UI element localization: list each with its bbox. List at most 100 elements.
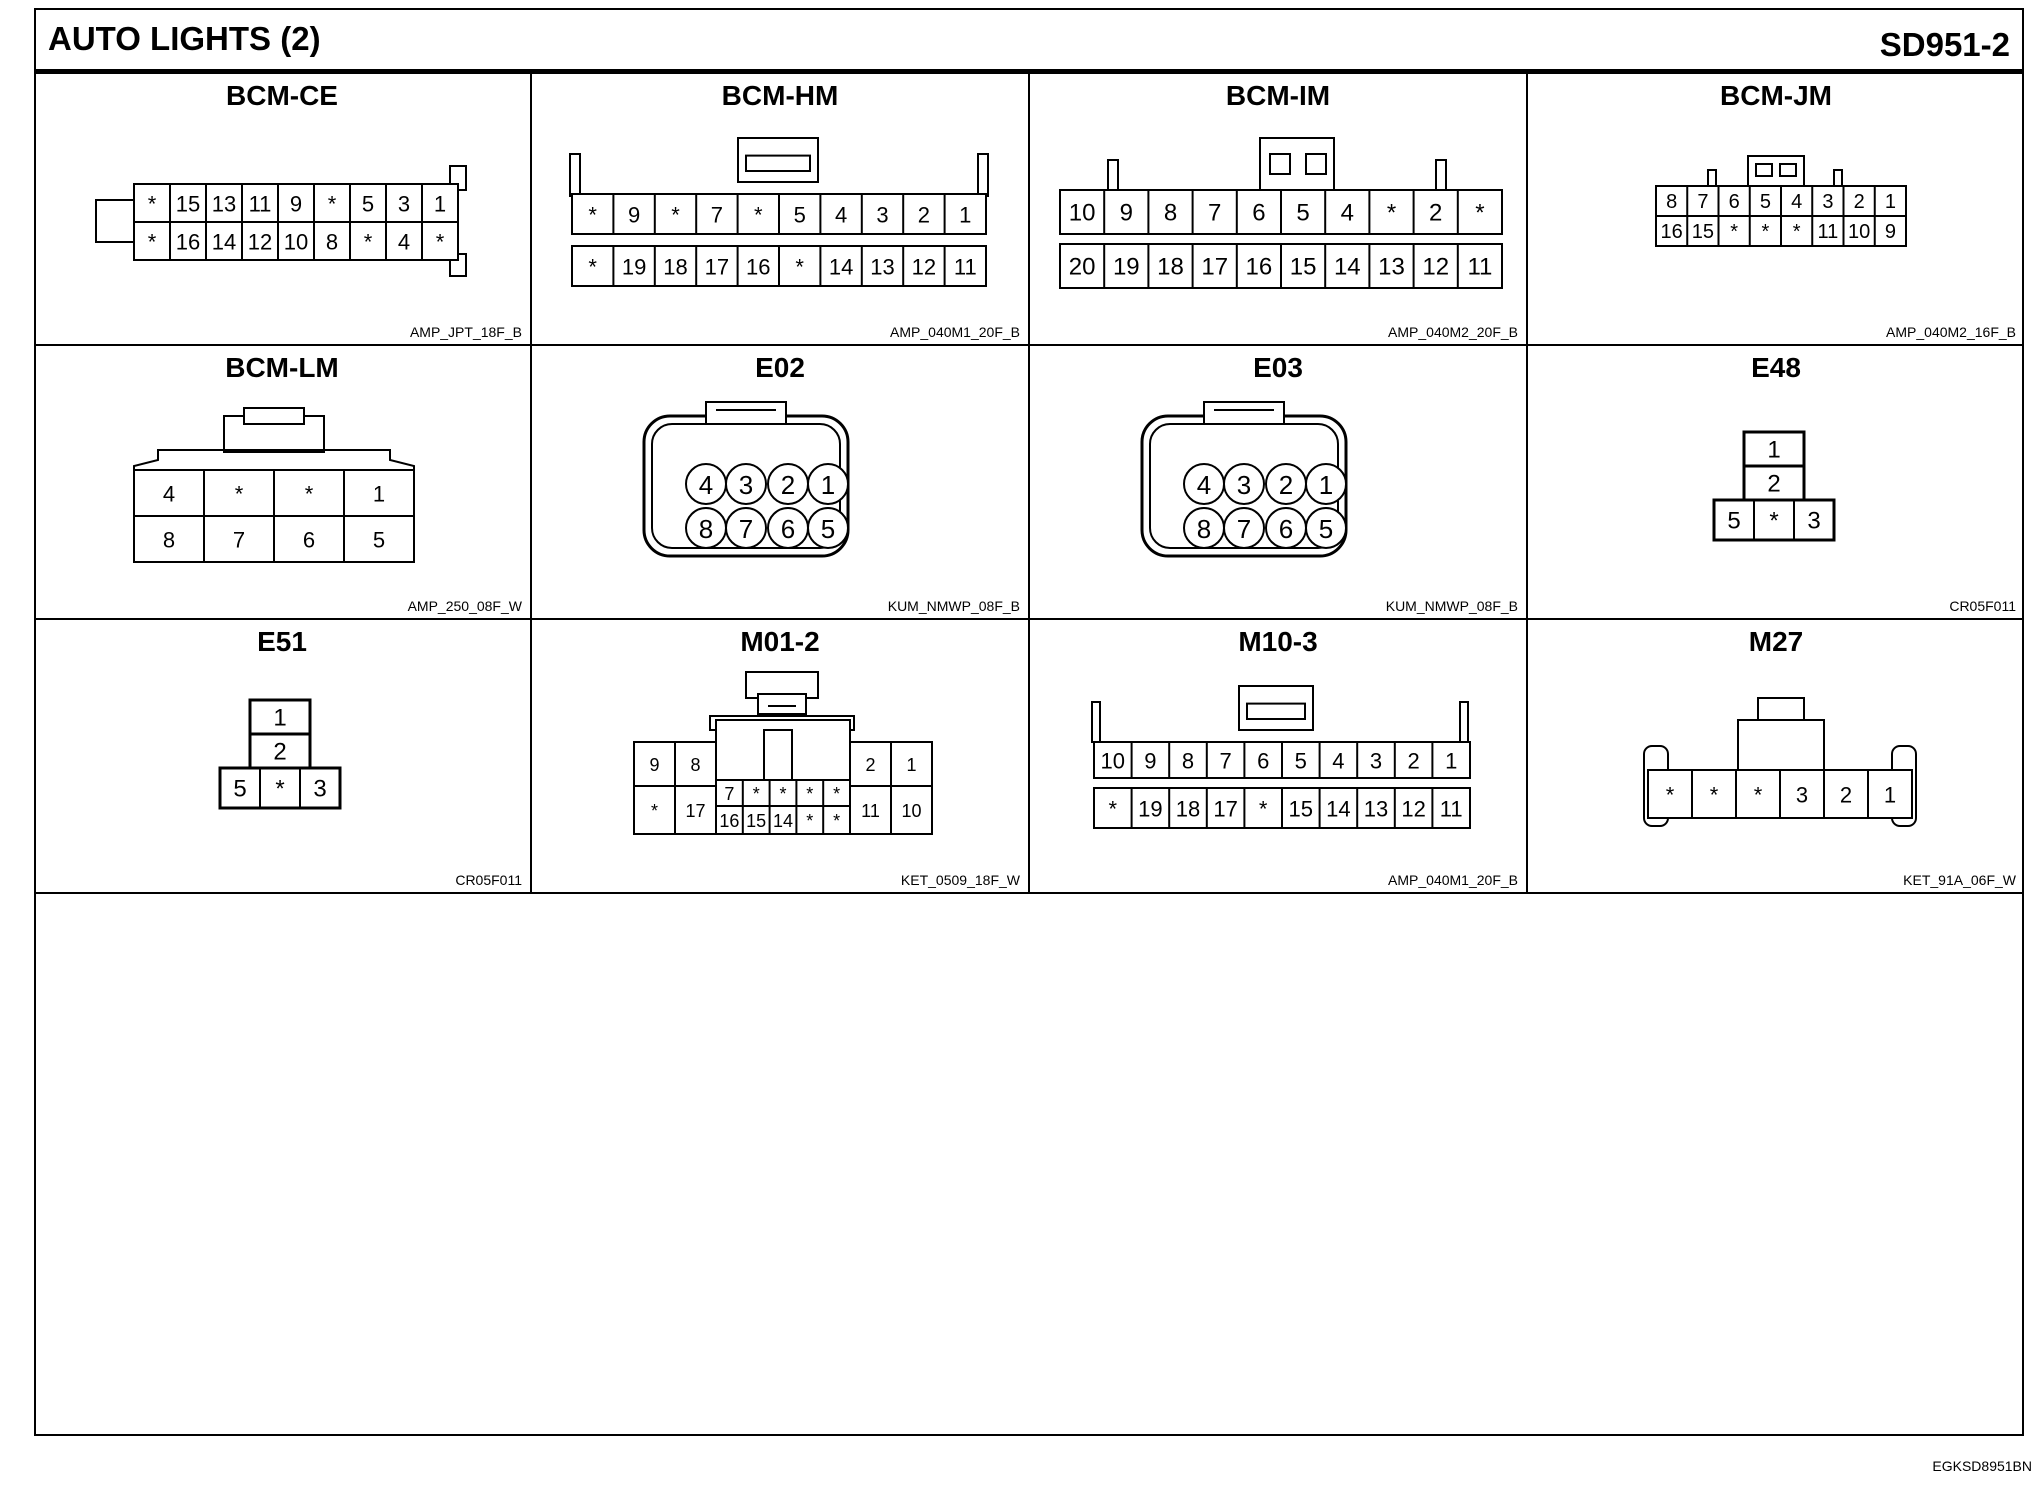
pin-label: 4	[1791, 191, 1802, 213]
pin-cavity	[807, 463, 849, 505]
pin-label: 14	[212, 230, 236, 255]
pin-label: 11	[1467, 254, 1492, 281]
connector-name: E02	[755, 352, 805, 383]
connector-name: BCM-HM	[721, 80, 839, 111]
pin-label: 10	[284, 230, 308, 255]
pin-label: 5	[794, 203, 806, 228]
pin-label: 14	[1334, 254, 1361, 281]
pin-cavity	[725, 463, 767, 505]
latch	[1269, 153, 1291, 175]
pin-label: 7	[1219, 749, 1231, 774]
pin-label: 18	[1176, 797, 1200, 822]
pin-label: 5	[1296, 200, 1309, 227]
pin-label: 5	[1295, 749, 1307, 774]
pin-cavity	[1305, 463, 1347, 505]
pin-label: *	[305, 482, 314, 507]
pin-label: 15	[1692, 221, 1714, 243]
pin-row	[1742, 464, 1806, 502]
pin-label: 11	[1817, 221, 1838, 243]
pin-label: *	[148, 192, 157, 217]
pin-label: 2	[273, 739, 286, 766]
pin-label: 4	[1197, 470, 1211, 500]
connector-outline	[1107, 159, 1119, 191]
pin-label: 5	[362, 192, 374, 217]
connector-name: M10-3	[1238, 626, 1318, 657]
connector-name: BCM-IM	[1225, 80, 1331, 111]
pin-label: 1	[906, 755, 916, 775]
connector-outline	[1435, 159, 1447, 191]
pin-label: 7	[1697, 191, 1708, 213]
pin-label: *	[1710, 783, 1719, 808]
pin-label: *	[1475, 200, 1484, 227]
pin-label: 7	[724, 784, 734, 804]
latch	[705, 401, 787, 425]
pin-label: 9	[1144, 749, 1156, 774]
pin-label: 12	[248, 230, 272, 255]
connector-name: M01-2	[740, 626, 820, 657]
pin-label: 18	[663, 255, 687, 280]
pin-label: 16	[176, 230, 200, 255]
pin-label: 7	[711, 203, 723, 228]
pin-label: 1	[821, 470, 835, 500]
pin-label: 14	[829, 255, 853, 280]
pin-label: 19	[1138, 797, 1162, 822]
pin-label: *	[436, 230, 445, 255]
pin-label: 7	[1237, 514, 1251, 544]
connector-outline	[977, 153, 989, 197]
pin-cavity	[725, 507, 767, 549]
pin-row	[1742, 430, 1806, 468]
connector-part-code: AMP_040M2_16F_B	[1886, 324, 2016, 340]
pin-label: 10	[901, 801, 921, 821]
pin-label: 12	[1422, 254, 1449, 281]
pin-label: 3	[398, 192, 410, 217]
sheet-frame	[34, 8, 2024, 1436]
pin-label: 18	[1157, 254, 1184, 281]
pin-cavity	[1223, 507, 1265, 549]
pin-label: *	[833, 811, 840, 831]
connector-part-code: KUM_NMWP_08F_B	[887, 598, 1020, 614]
pin-label: 17	[685, 801, 705, 821]
pin-label: 1	[373, 482, 385, 507]
connector-part-code: KET_91A_06F_W	[1903, 872, 2016, 888]
connector-name: BCM-CE	[226, 80, 338, 111]
pin-label: *	[328, 192, 337, 217]
pin-label: 11	[249, 192, 272, 217]
connector-part-code: KUM_NMWP_08F_B	[1385, 598, 1518, 614]
pin-label: 1	[1884, 783, 1896, 808]
latch	[1305, 153, 1327, 175]
pin-label: *	[1666, 783, 1675, 808]
pin-label: 6	[303, 528, 315, 553]
pin-cavity	[1305, 507, 1347, 549]
connector-name: BCM-JM	[1720, 80, 1832, 111]
pin-label: *	[1793, 221, 1801, 243]
pin-label: *	[651, 801, 658, 821]
connector-drawing: 125*3	[1712, 430, 1836, 542]
pin-label: 2	[1279, 470, 1293, 500]
pin-label: 3	[876, 203, 888, 228]
pin-cavity	[1223, 463, 1265, 505]
pin-label: 16	[1661, 221, 1683, 243]
pin-label: *	[1761, 221, 1769, 243]
pin-label: 11	[1440, 797, 1463, 822]
pin-label: 8	[326, 230, 338, 255]
pin-label: *	[1387, 200, 1396, 227]
pin-label: 2	[1767, 471, 1780, 498]
pin-label: 9	[290, 192, 302, 217]
pin-label: *	[779, 784, 786, 804]
pin-label: 2	[1429, 200, 1442, 227]
pin-label: 7	[233, 528, 245, 553]
pin-label: 6	[1257, 749, 1269, 774]
pin-label: *	[1730, 221, 1738, 243]
pin-label: 7	[739, 514, 753, 544]
pin-label: 1	[1767, 437, 1780, 464]
pin-label: 5	[1319, 514, 1333, 544]
connector-part-code: AMP_040M2_20F_B	[1388, 324, 1518, 340]
pin-label: 8	[1666, 191, 1677, 213]
